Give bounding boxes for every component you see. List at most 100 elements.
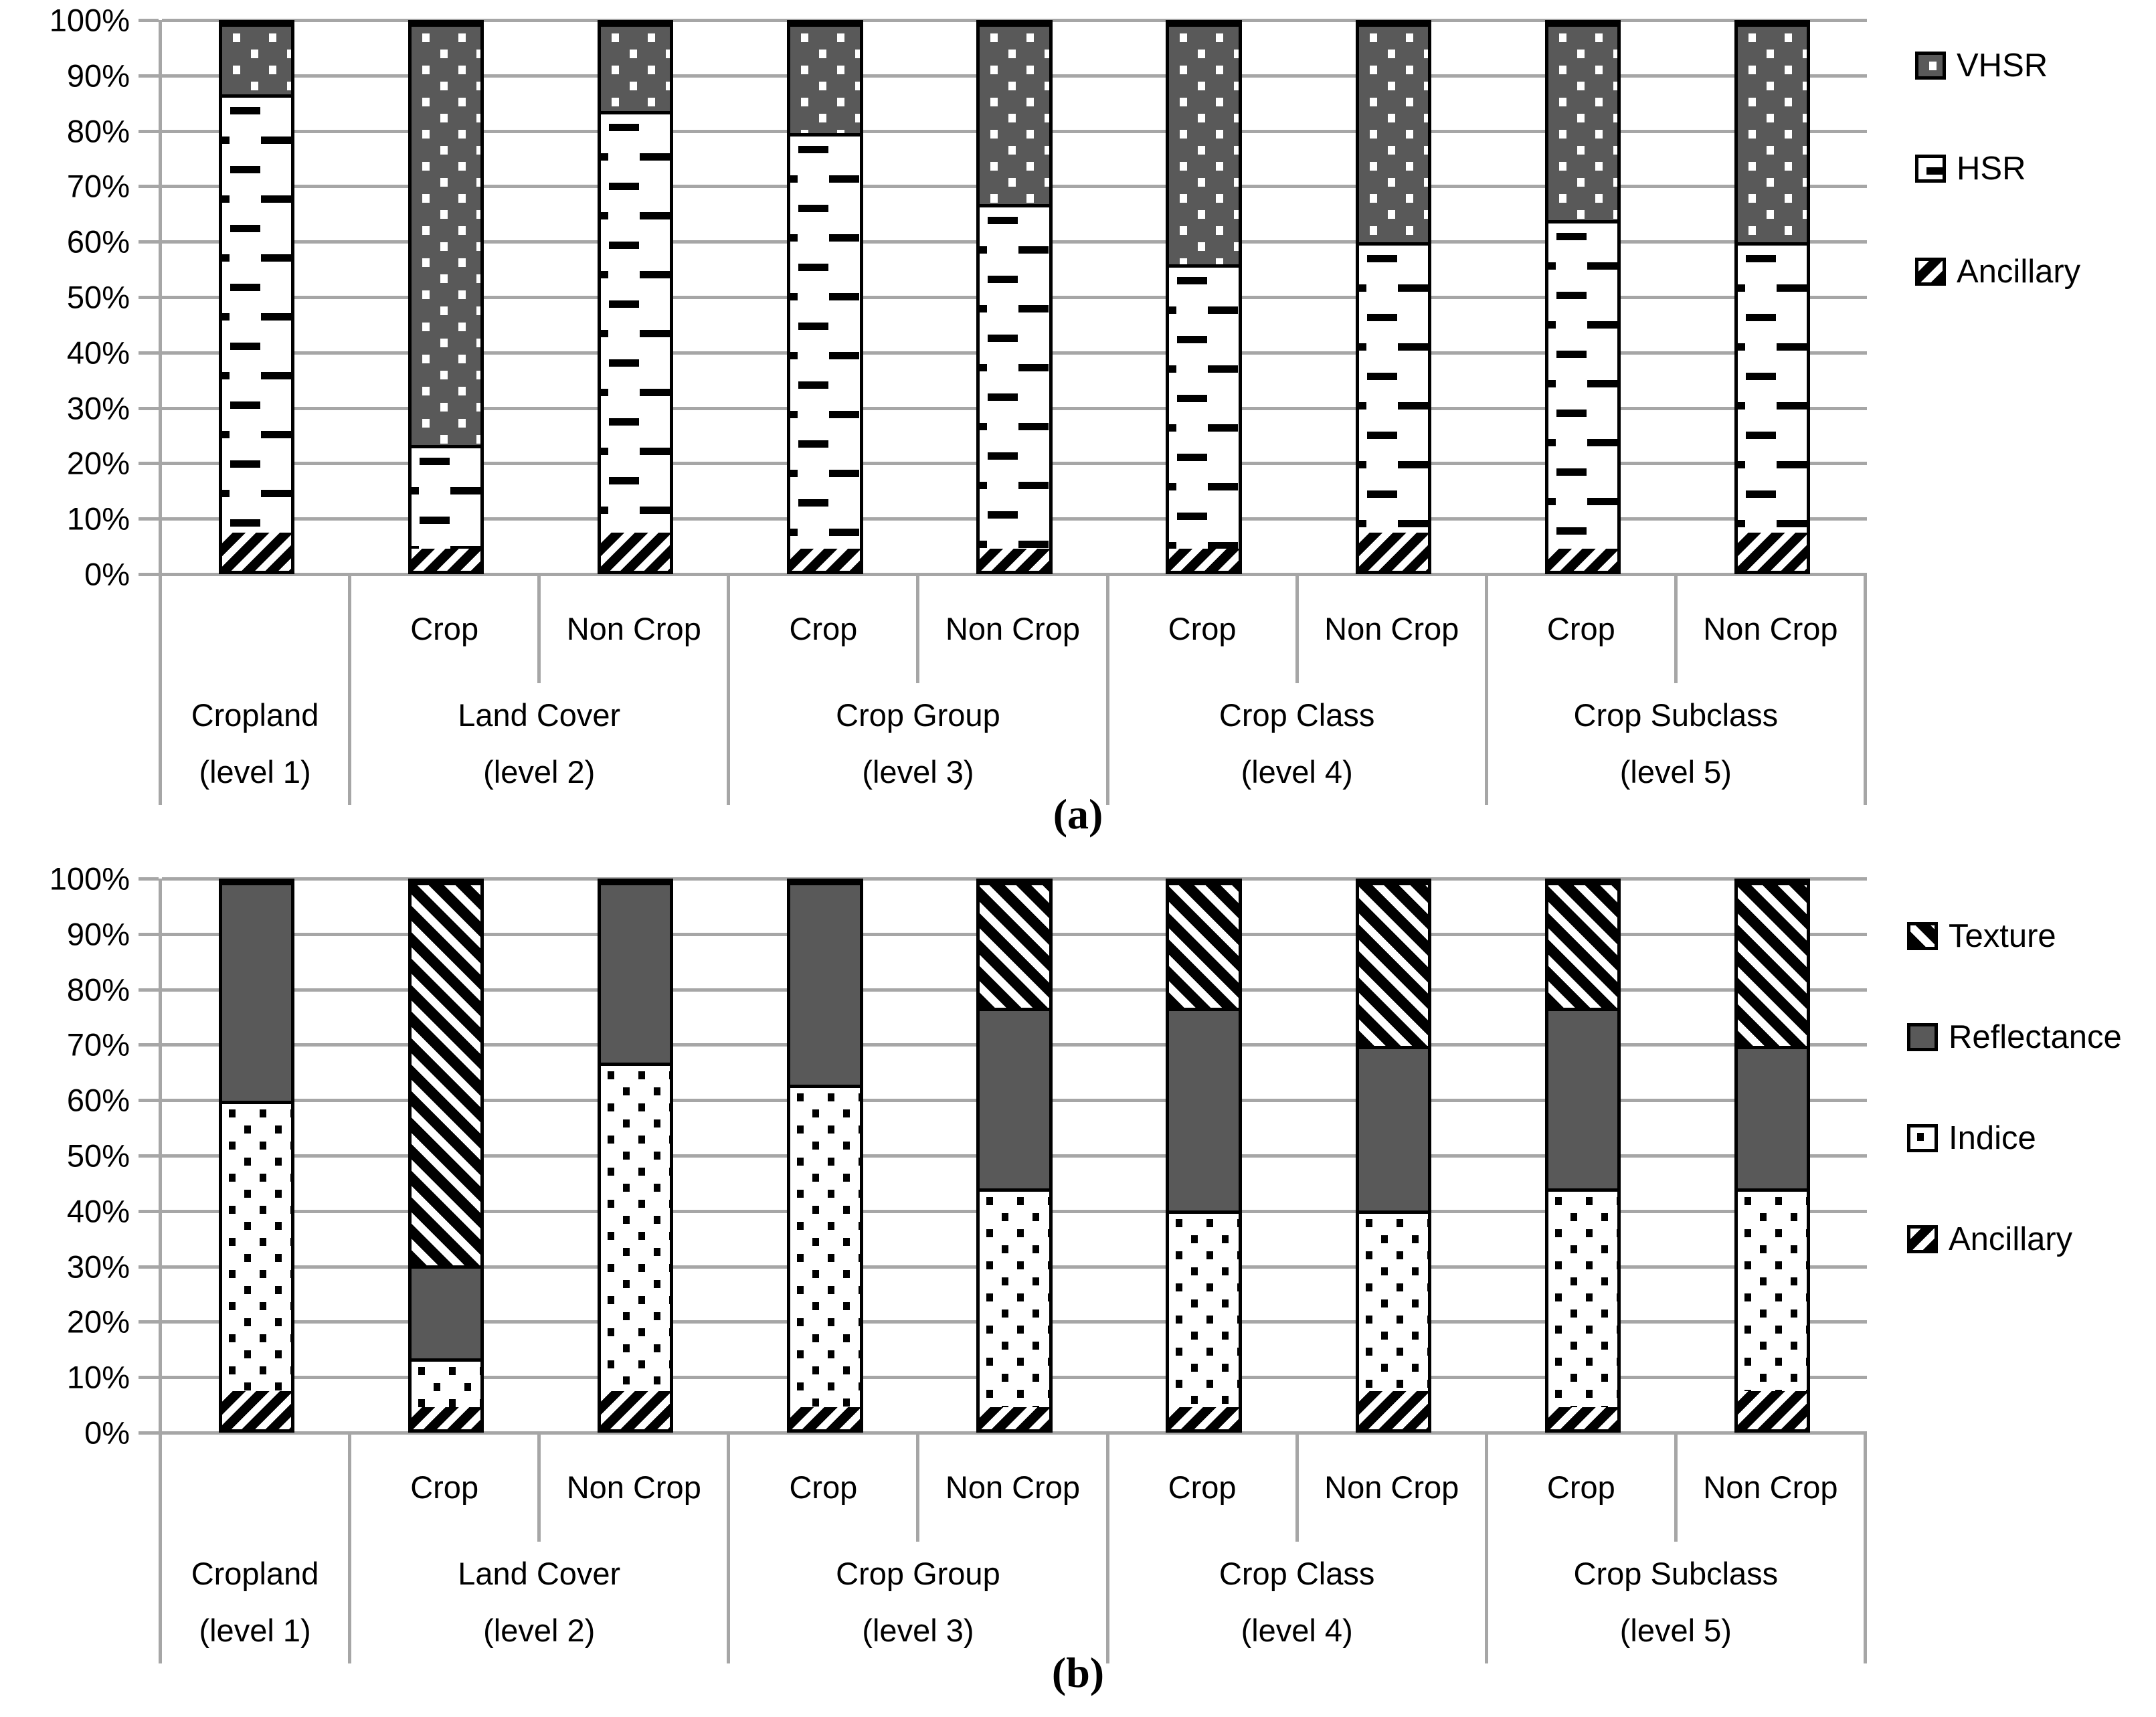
bar-slot <box>1109 879 1299 1433</box>
subcategory-label-non-crop: Non Crop <box>566 611 701 646</box>
subcategory-row <box>162 1433 348 1542</box>
bar-segment-ancillary <box>1358 1390 1428 1429</box>
bar-segment-indice <box>601 1062 670 1391</box>
y-axis-tick-label: 20% <box>66 445 130 481</box>
group-label-line2: (level 5) <box>1619 1613 1732 1648</box>
bar-segment-indice <box>221 1101 292 1391</box>
y-axis-tick <box>139 1209 159 1213</box>
stacked-bar-non-crop <box>976 20 1053 574</box>
stacked-bar-non-crop <box>598 20 674 574</box>
category-group-cropland: Cropland(level 1) <box>162 1433 352 1663</box>
bar-segment-indice <box>790 1084 860 1408</box>
y-axis-tick <box>139 517 159 521</box>
y-axis-line-b <box>159 879 162 1663</box>
bar-segment-reflectance <box>1358 1046 1428 1210</box>
legend-swatch-reflectance <box>1907 1023 1938 1051</box>
bar-segment-hsr <box>1169 264 1239 549</box>
bar-segment-ancillary <box>1737 532 1807 571</box>
y-axis-tick-label: 60% <box>66 223 130 260</box>
stacked-bar-non-crop <box>1355 879 1431 1433</box>
stacked-bar-crop <box>408 879 484 1433</box>
y-axis-tick <box>139 1431 159 1435</box>
stacked-bar-crop <box>787 879 863 1433</box>
bar-slot <box>1488 879 1678 1433</box>
y-axis-tick <box>139 1376 159 1380</box>
stacked-bar-non-crop <box>598 879 674 1433</box>
bar-segment-texture <box>1737 882 1807 1047</box>
y-axis-tick-label: 0% <box>84 1415 130 1451</box>
group-label-line1: Cropland <box>191 697 319 733</box>
gridline <box>162 573 1867 576</box>
y-axis-line-a <box>159 20 162 805</box>
bar-slot <box>919 879 1109 1433</box>
bar-slot <box>541 20 730 574</box>
bar-segment-ancillary <box>1358 532 1428 571</box>
bar-segment-texture <box>1169 882 1239 1008</box>
y-axis-tick <box>139 932 159 936</box>
y-axis-tick <box>139 573 159 576</box>
bar-slot <box>351 879 541 1433</box>
legend-label: Ancillary <box>1957 254 2081 290</box>
bar-slot <box>162 879 351 1433</box>
bar-slot <box>1678 879 1867 1433</box>
bar-segment-hsr <box>412 444 481 549</box>
group-label-line1: Crop Class <box>1219 697 1375 733</box>
bar-segment-reflectance <box>412 1265 481 1358</box>
bar-slot <box>541 879 730 1433</box>
plot-area-a: 100%90%80%70%60%50%40%30%20%10%0% <box>50 5 1867 805</box>
bar-segment-reflectance <box>790 882 860 1085</box>
stacked-bar-non-crop <box>1355 20 1431 574</box>
legend-label: HSR <box>1957 151 2026 187</box>
group-label-line2: (level 2) <box>483 1613 596 1648</box>
group-label: Crop Group(level 3) <box>730 683 1105 805</box>
subcategory-label-crop: Crop <box>730 1433 920 1542</box>
bar-segment-ancillary <box>790 549 860 571</box>
group-label-line2: (level 1) <box>199 1613 311 1648</box>
bar-segment-vhsr <box>980 23 1049 204</box>
plot-area-b: 100%90%80%70%60%50%40%30%20%10%0% <box>50 863 1867 1663</box>
stacked-bar <box>218 879 295 1433</box>
bar-segment-reflectance <box>1548 1008 1617 1189</box>
bar-segment-indice <box>1358 1210 1428 1391</box>
bar-segment-reflectance <box>980 1008 1049 1189</box>
y-axis-tick <box>139 1099 159 1103</box>
stacked-bar <box>218 20 295 574</box>
bar-segment-indice <box>1548 1188 1617 1408</box>
bar-segment-vhsr <box>1358 23 1428 243</box>
bar-segment-ancillary <box>412 549 481 571</box>
bar-segment-ancillary <box>221 1390 292 1429</box>
group-label-line1: Land Cover <box>458 1556 621 1592</box>
legend-label: Texture <box>1949 918 2056 954</box>
y-axis-tick-label: 70% <box>66 168 130 204</box>
bar-slot <box>1109 20 1299 574</box>
y-axis-tick-label: 80% <box>66 972 130 1008</box>
bar-segment-ancillary <box>601 532 670 571</box>
bar-segment-vhsr <box>601 23 670 111</box>
bar-slot <box>1299 879 1488 1433</box>
subcategory-label-non-crop: Non Crop <box>945 611 1081 646</box>
y-axis-tick-label: 90% <box>66 916 130 952</box>
legend-label: Ancillary <box>1949 1221 2073 1257</box>
y-axis-tick-label: 40% <box>66 335 130 371</box>
y-axis-tick <box>139 240 159 244</box>
bar-segment-ancillary <box>221 532 292 571</box>
bar-segment-hsr <box>1737 242 1807 533</box>
y-axis-tick-label: 30% <box>66 1249 130 1285</box>
y-axis-tick <box>139 1265 159 1269</box>
bar-segment-indice <box>412 1358 481 1408</box>
group-label-line1: Crop Subclass <box>1573 1556 1779 1592</box>
bar-slot <box>162 20 351 574</box>
bar-segment-texture <box>1548 882 1617 1008</box>
group-label-line1: Crop Group <box>836 697 1000 733</box>
legend-item-indice: Indice <box>1907 1119 2122 1157</box>
legend-label: Reflectance <box>1949 1019 2122 1055</box>
bar-segment-vhsr <box>412 23 481 445</box>
subcategory-row <box>162 574 348 683</box>
